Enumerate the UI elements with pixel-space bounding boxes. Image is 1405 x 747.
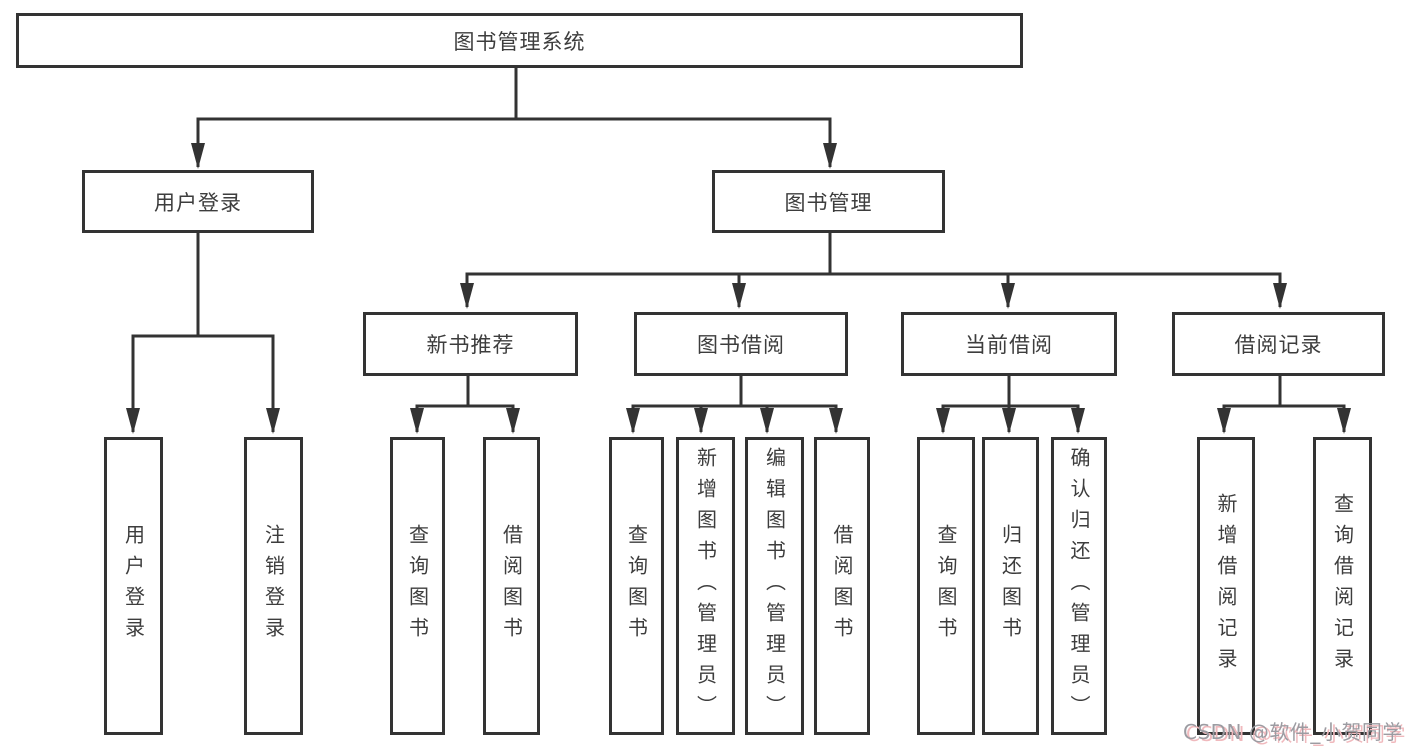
wire-recommend-trunk [415,376,515,408]
node-root-system: 图书管理系统 [16,13,1023,68]
node-book-management: 图书管理 [712,170,945,233]
node-add-book-admin: 新增图书（管理员） [676,437,735,735]
node-borrow-books-leaf: 借阅图书 [814,437,870,735]
node-query-books-recommend: 查询图书 [390,437,445,735]
wire-bookmgmt-trunk [465,233,1282,276]
node-logout: 注销登录 [244,437,303,735]
wire-borrow-trunk [631,376,838,408]
wire-records-trunk [1222,376,1346,408]
wire-current-trunk [941,376,1080,408]
node-return-book: 归还图书 [982,437,1039,735]
node-book-borrow: 图书借阅 [634,312,848,376]
node-current-borrow: 当前借阅 [901,312,1117,376]
csdn-watermark: CSDN @软件_小贺同学 [1183,720,1403,744]
node-query-books-borrow: 查询图书 [609,437,664,735]
node-add-borrow-record: 新增借阅记录 [1197,437,1255,735]
node-user-login-leaf: 用户登录 [104,437,163,735]
node-borrow-records: 借阅记录 [1172,312,1385,376]
node-borrow-books-recommend: 借阅图书 [483,437,540,735]
node-confirm-return-admin: 确认归还（管理员） [1051,437,1107,735]
node-query-borrow-record: 查询借阅记录 [1313,437,1372,735]
node-user-login: 用户登录 [82,170,314,233]
node-query-books-current: 查询图书 [917,437,975,735]
node-new-book-recommend: 新书推荐 [363,312,578,376]
wire-root-trunk [196,68,832,121]
wire-userlogin-trunk [131,233,275,338]
node-edit-book-admin: 编辑图书（管理员） [745,437,804,735]
